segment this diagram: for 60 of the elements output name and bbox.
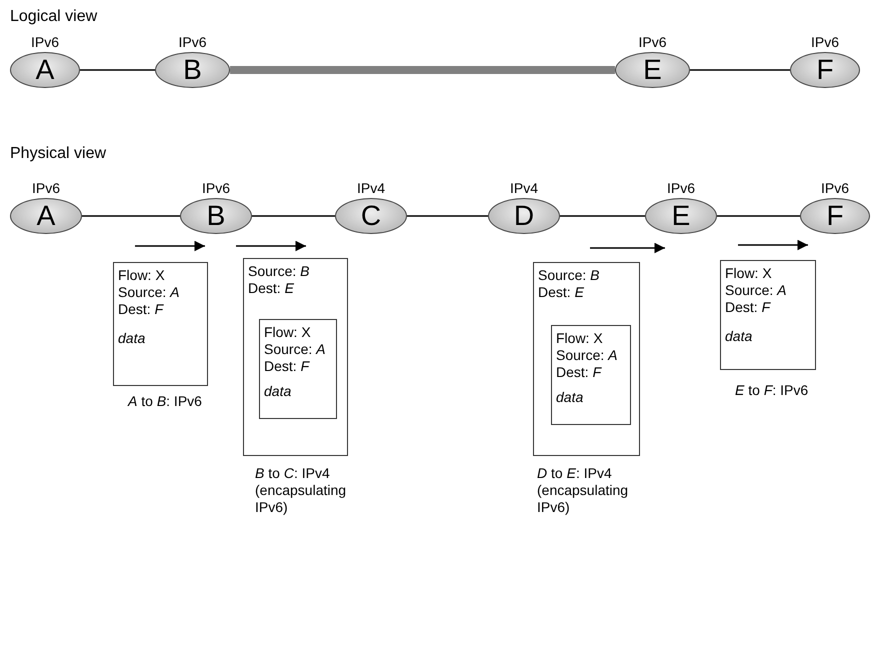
- router-name: C: [360, 201, 382, 231]
- header-field: Flow: X: [556, 330, 626, 347]
- header-field: Flow: X: [725, 265, 811, 282]
- link-line: [80, 69, 155, 71]
- packet-caption: A to B: IPv6: [128, 393, 203, 410]
- router-name: A: [36, 55, 54, 85]
- header-field: Flow: X: [118, 267, 203, 284]
- router-name: A: [36, 201, 56, 231]
- header-field: Source: A: [556, 347, 626, 364]
- packet-caption: B to C: IPv4 (encapsulating IPv6): [255, 465, 348, 516]
- header-field: Source: B: [538, 267, 635, 284]
- protocol-label: IPv6: [30, 179, 61, 198]
- packet-box: [533, 262, 640, 456]
- payload-label: data: [118, 330, 146, 347]
- view-heading: Physical view: [10, 145, 106, 163]
- link-line: [717, 215, 800, 217]
- packet-box: [551, 325, 631, 425]
- payload-label: data: [725, 328, 754, 345]
- tunnel-link: [230, 66, 615, 74]
- link-line: [690, 69, 790, 71]
- header-field: Dest: F: [725, 299, 811, 316]
- header-field: Source: A: [264, 341, 332, 358]
- link-line: [252, 215, 335, 217]
- link-line: [82, 215, 180, 217]
- link-line: [560, 215, 645, 217]
- header-field: Dest: F: [264, 358, 332, 375]
- protocol-label: IPv6: [30, 33, 60, 52]
- header-field: Flow: X: [264, 324, 332, 341]
- header-field: Dest: F: [556, 364, 626, 381]
- header-field: Source: B: [248, 263, 343, 280]
- protocol-label: IPv4: [508, 179, 539, 198]
- router-name: B: [206, 201, 226, 231]
- protocol-label: IPv6: [666, 179, 696, 198]
- router-name: F: [816, 55, 834, 85]
- packet-caption: D to E: IPv4 (encapsulating IPv6): [537, 465, 630, 516]
- payload-label: data: [556, 389, 584, 406]
- router-name: E: [643, 55, 662, 85]
- router-name: B: [183, 55, 202, 85]
- protocol-label: IPv6: [177, 33, 208, 52]
- packet-caption: E to F: IPv6: [735, 382, 810, 399]
- payload-label: data: [264, 383, 292, 400]
- protocol-label: IPv4: [356, 179, 386, 198]
- packet-box: [259, 319, 337, 419]
- router-name: D: [514, 201, 534, 231]
- header-field: Dest: F: [118, 301, 203, 318]
- protocol-label: IPv6: [810, 33, 840, 52]
- packet-box: [113, 262, 208, 386]
- view-heading: Logical view: [10, 8, 98, 26]
- link-line: [407, 215, 488, 217]
- router-name: F: [826, 201, 844, 231]
- header-field: Dest: E: [538, 284, 635, 301]
- packet-box: [243, 258, 348, 456]
- packet-box: [720, 260, 816, 370]
- protocol-label: IPv6: [200, 179, 231, 198]
- protocol-label: IPv6: [637, 33, 668, 52]
- header-field: Dest: E: [248, 280, 343, 297]
- header-field: Source: A: [118, 284, 203, 301]
- header-field: Source: A: [725, 282, 811, 299]
- router-name: E: [672, 201, 690, 231]
- protocol-label: IPv6: [820, 179, 850, 198]
